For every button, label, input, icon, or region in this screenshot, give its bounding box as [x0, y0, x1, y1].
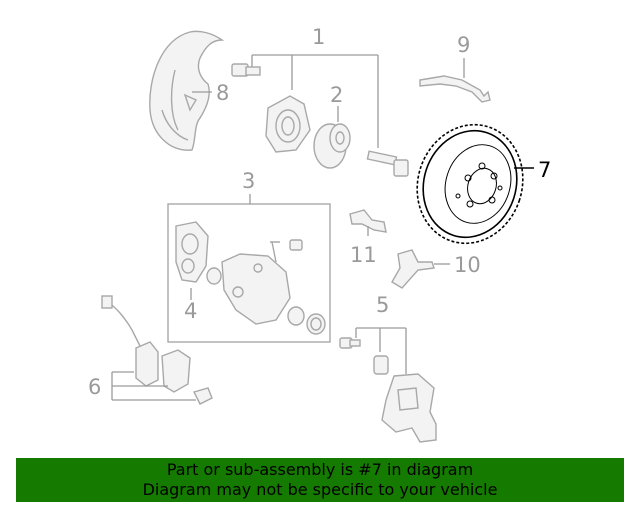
- part-3-caliper-bracket: [221, 253, 291, 325]
- part-3-small-hardware: [270, 239, 303, 263]
- banner-line-1: Part or sub-assembly is #7 in diagram: [166, 460, 474, 479]
- leader-6: [111, 371, 196, 401]
- leader-5: [355, 327, 407, 374]
- part-5-bolt: [339, 337, 361, 349]
- part-8-splash-shield: [149, 30, 225, 151]
- part-1-axle-bolt: [366, 150, 409, 177]
- part-1-stud: [231, 63, 261, 77]
- callout-8: 8: [216, 81, 229, 105]
- part-5-pin: [373, 355, 389, 375]
- callout-5: 5: [376, 293, 389, 317]
- callout-11: 11: [350, 243, 377, 267]
- part-11-clip: [349, 209, 387, 233]
- caliper-assembly-box: [167, 203, 331, 343]
- part-5-carrier: [381, 373, 437, 443]
- callout-3: 3: [242, 169, 255, 193]
- callout-10: 10: [454, 253, 481, 277]
- part-10-bracket: [391, 249, 435, 289]
- part-3-seal-rings: [206, 267, 326, 335]
- part-6-brake-pads: [135, 341, 213, 405]
- part-6-pad-wire: [101, 295, 143, 351]
- part-1-bearing: [265, 95, 311, 153]
- callout-6: 6: [88, 375, 101, 399]
- banner-line-2: Diagram may not be specific to your vehi…: [142, 480, 498, 499]
- callout-9: 9: [457, 33, 470, 57]
- part-4-caliper: [175, 221, 209, 283]
- part-7-brake-rotor: [416, 123, 524, 245]
- callout-4: 4: [184, 299, 197, 323]
- callout-7: 7: [538, 158, 551, 182]
- part-2-hub: [313, 123, 351, 169]
- part-9: [419, 75, 491, 103]
- callout-2: 2: [330, 83, 343, 107]
- callout-1: 1: [312, 25, 325, 49]
- leader-1: [251, 54, 379, 148]
- notice-banner: Part or sub-assembly is #7 in diagram Di…: [16, 458, 624, 502]
- parts-diagram: 8 1 2 9: [88, 25, 551, 443]
